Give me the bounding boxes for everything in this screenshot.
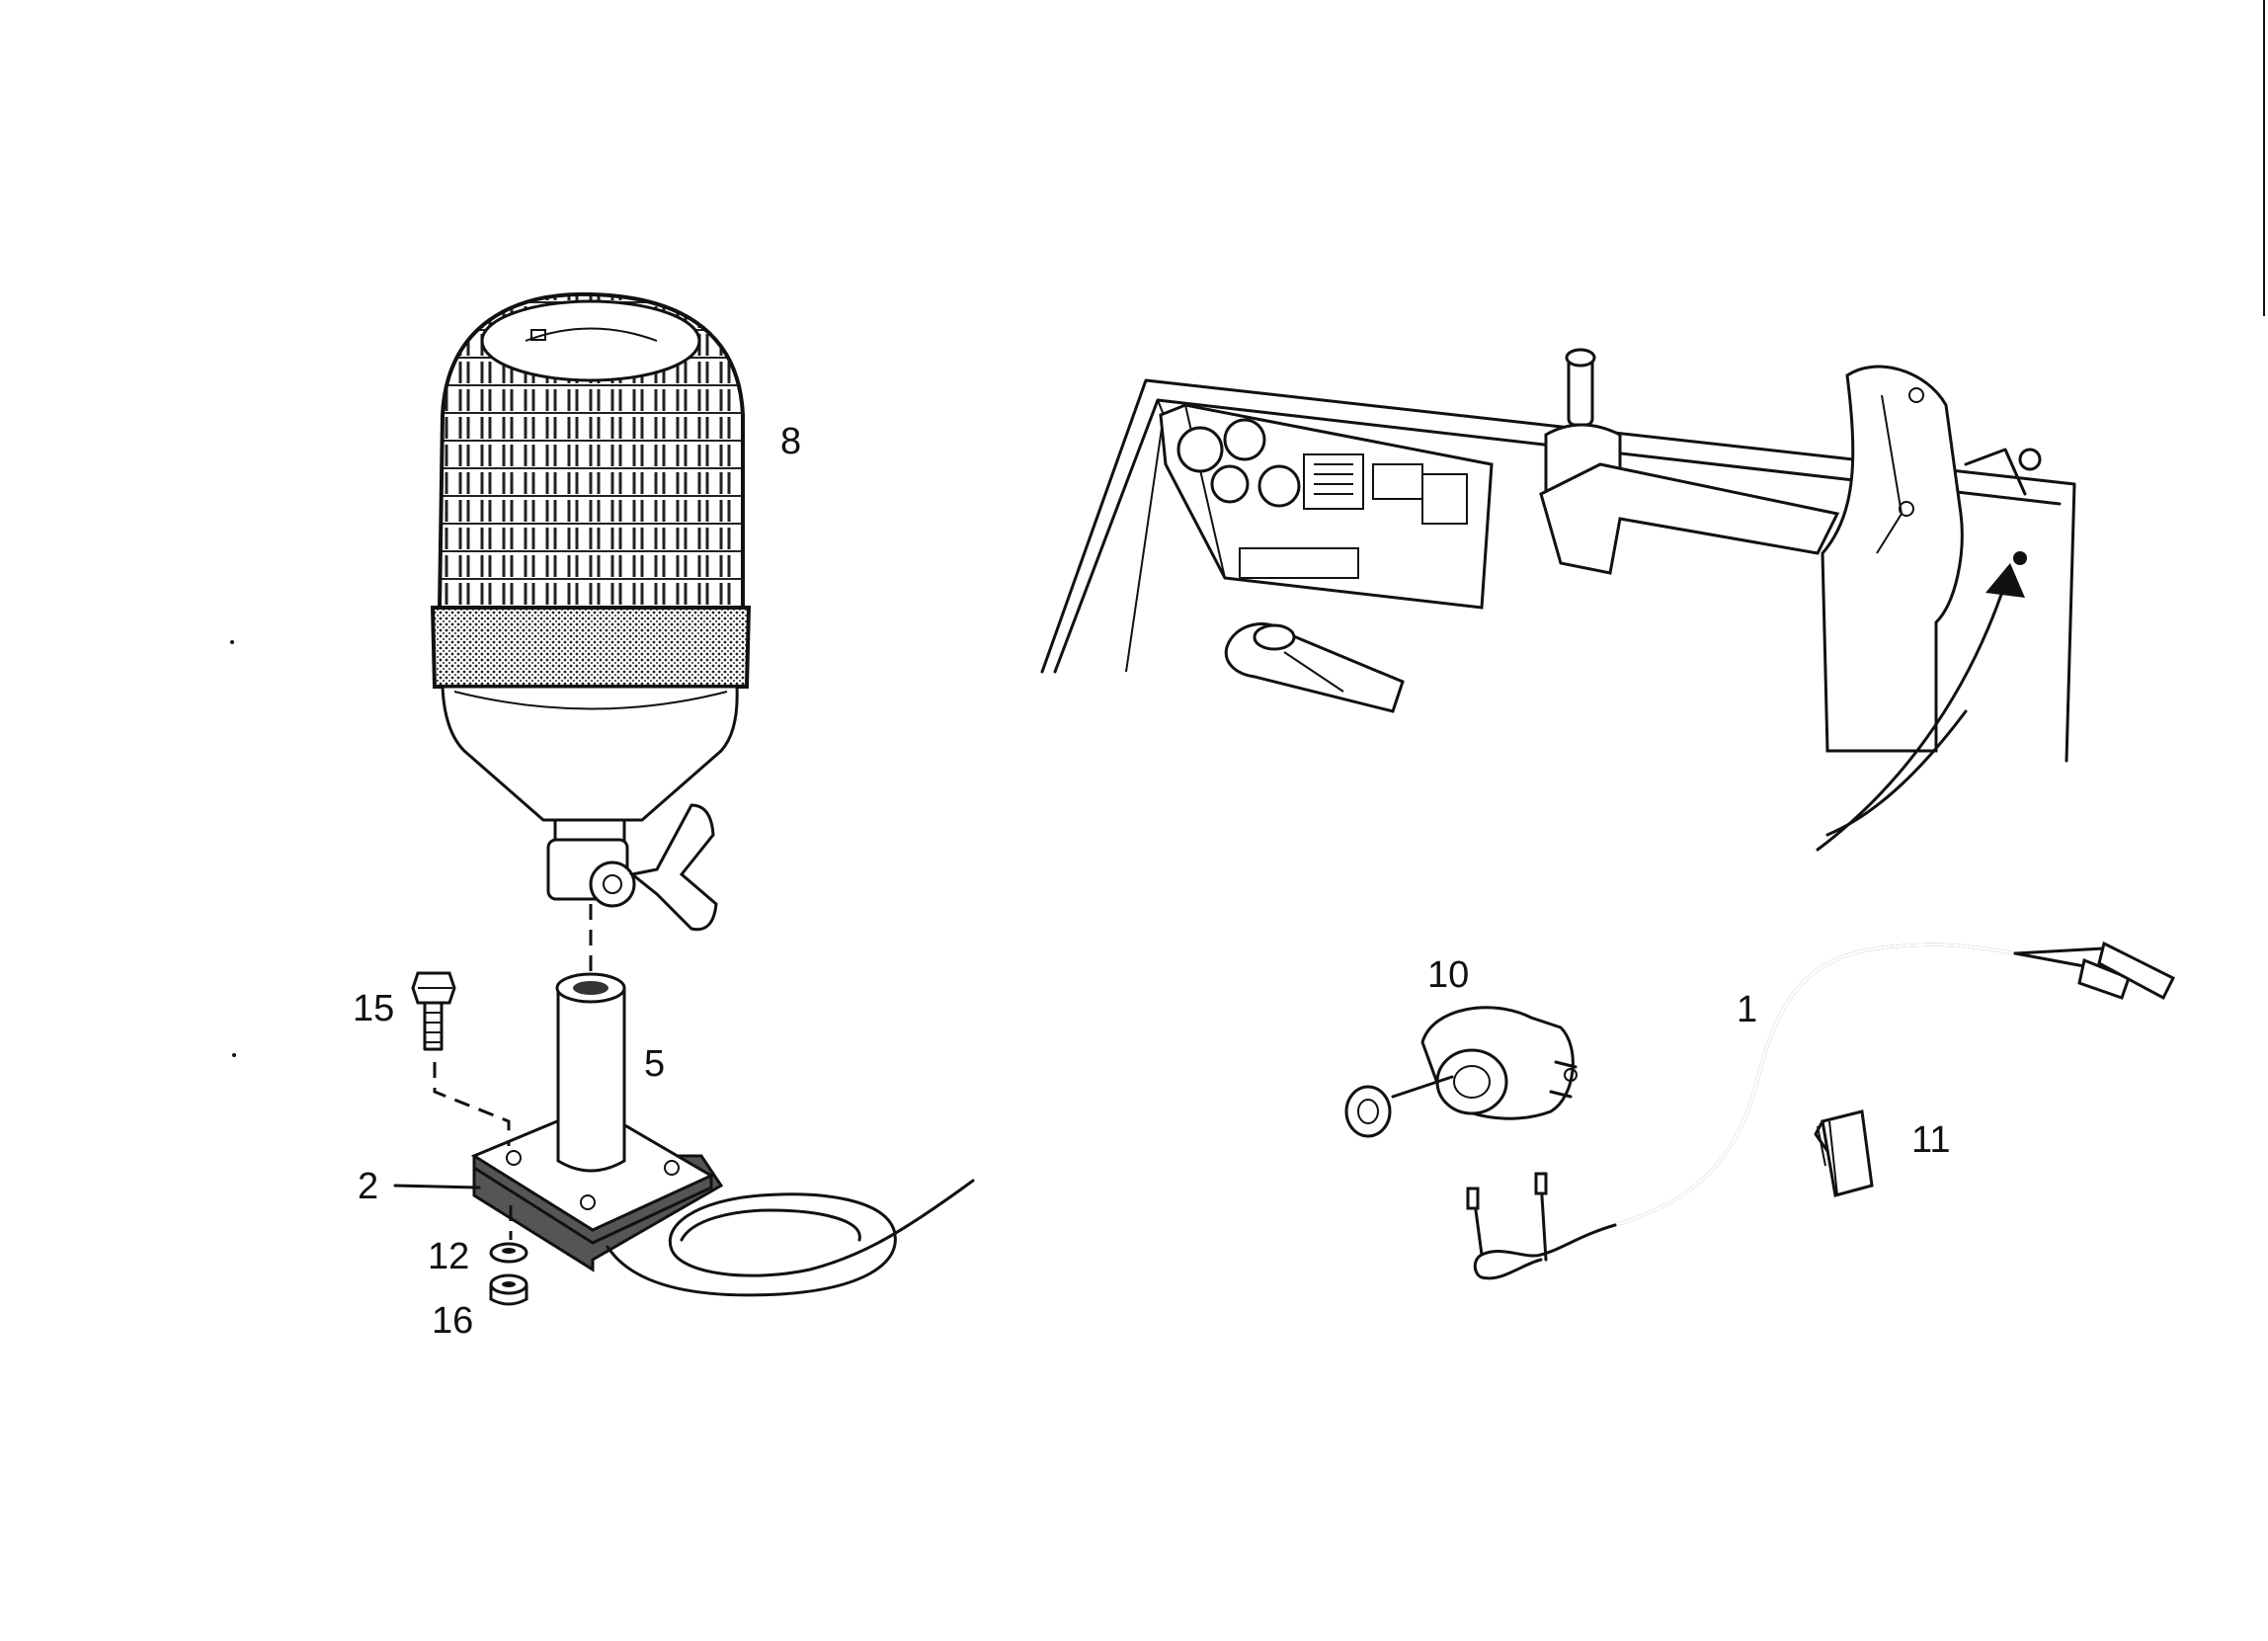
callout-10: 10 [1427,954,1470,996]
cab-interior-view [1040,348,2076,852]
callout-2: 2 [358,1166,379,1207]
cable-harness [1466,941,2176,1280]
speck [230,640,234,644]
callout-8: 8 [780,421,802,462]
callout-5: 5 [644,1043,666,1085]
rotary-switch [1344,1006,1578,1138]
callout-12: 12 [428,1236,470,1277]
washer-and-nut [489,1205,528,1306]
beacon-lamp [430,291,752,973]
callout-16: 16 [432,1300,474,1342]
pole-mount [470,972,975,1297]
callout-1: 1 [1737,989,1758,1030]
speck [232,1053,236,1057]
callout-15: 15 [353,988,395,1029]
callout-leader-2 [393,1184,481,1190]
callout-11: 11 [1911,1119,1951,1161]
bolt [411,971,511,1146]
cable-clip [1814,1109,1874,1197]
